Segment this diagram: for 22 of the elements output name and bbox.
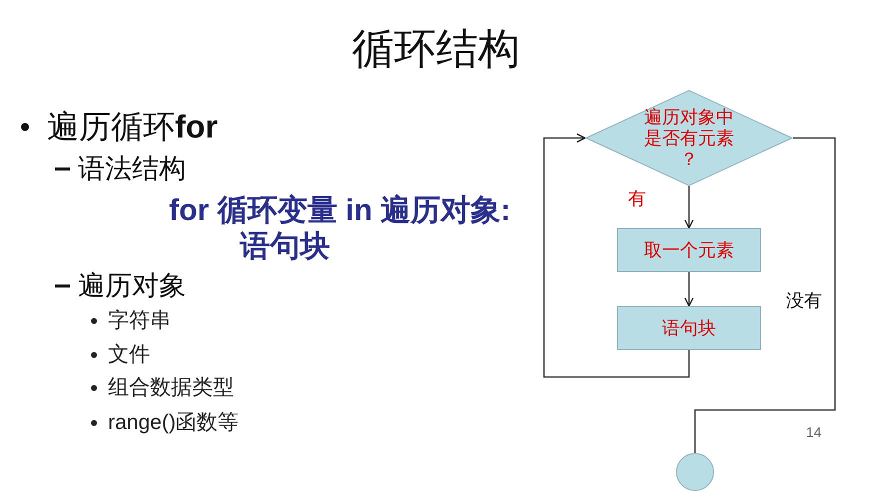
arrow bbox=[543, 133, 690, 378]
page-number: 14 bbox=[806, 424, 822, 440]
sub-heading: 语法结构 bbox=[78, 153, 186, 185]
code-line: for 循环变量 in 遍历对象: bbox=[169, 194, 511, 228]
list-item: 组合数据类型 bbox=[108, 376, 234, 400]
process-box bbox=[617, 306, 761, 350]
list-item: 字符串 bbox=[108, 308, 171, 334]
slide-title: 循环结构 bbox=[352, 24, 520, 74]
decision-text: 遍历对象中是否有元素？ bbox=[643, 106, 735, 170]
connector-line bbox=[694, 137, 836, 453]
process-text: 语句块 bbox=[661, 318, 717, 338]
list-item: range()函数等 bbox=[108, 410, 239, 436]
sub-heading: 遍历对象 bbox=[78, 270, 186, 302]
arrow bbox=[684, 272, 694, 307]
process-box bbox=[617, 228, 761, 272]
decision-diamond bbox=[585, 90, 793, 186]
bullet-heading: 遍历循环for bbox=[47, 108, 218, 146]
process-text: 取一个元素 bbox=[643, 240, 735, 260]
list-item: 文件 bbox=[108, 342, 150, 368]
code-line: 语句块 bbox=[240, 230, 330, 264]
arrow bbox=[684, 186, 694, 229]
edge-label: 没有 bbox=[785, 290, 823, 312]
